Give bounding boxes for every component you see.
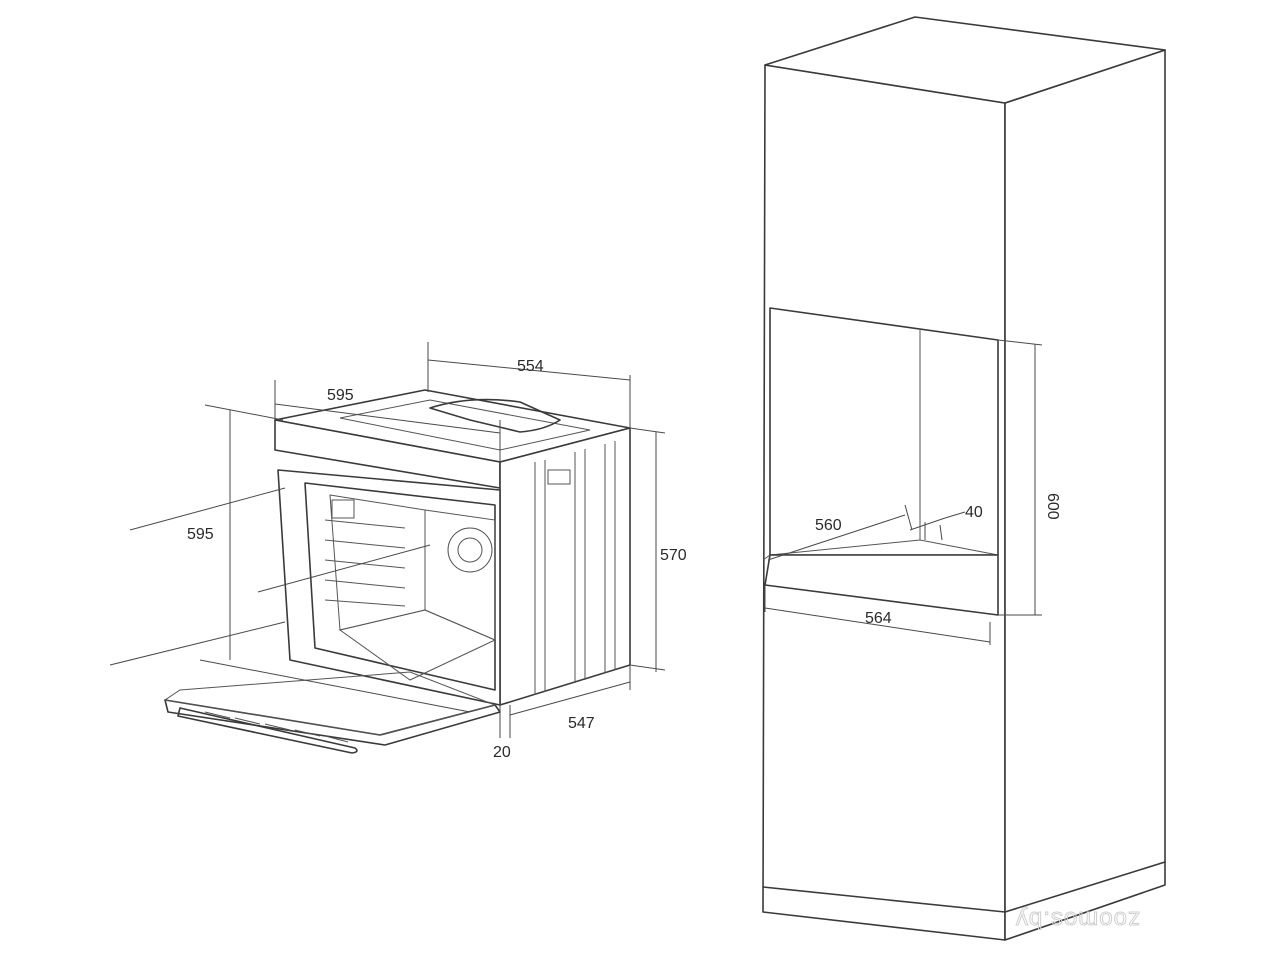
dim-oven-body-height: 570 bbox=[660, 547, 687, 564]
dim-cabinet-rear-gap: 40 bbox=[965, 504, 983, 521]
dim-oven-panel-offset: 20 bbox=[493, 744, 511, 761]
dim-oven-body-depth: 547 bbox=[568, 715, 595, 732]
cabinet-dimension-lines bbox=[764, 339, 1043, 645]
dim-oven-top-depth: 554 bbox=[517, 358, 544, 375]
dim-cabinet-niche-height: 600 bbox=[1044, 493, 1061, 520]
oven-dimension-lines bbox=[109, 342, 666, 738]
dim-oven-front-height: 595 bbox=[187, 526, 214, 543]
oven-drawing bbox=[163, 389, 631, 754]
cabinet-drawing bbox=[762, 16, 1166, 941]
dim-oven-front-width: 595 bbox=[327, 387, 354, 404]
dim-cabinet-niche-width: 564 bbox=[865, 610, 892, 627]
dim-cabinet-niche-depth: 560 bbox=[815, 517, 842, 534]
watermark: zoomos.by bbox=[1015, 906, 1140, 933]
